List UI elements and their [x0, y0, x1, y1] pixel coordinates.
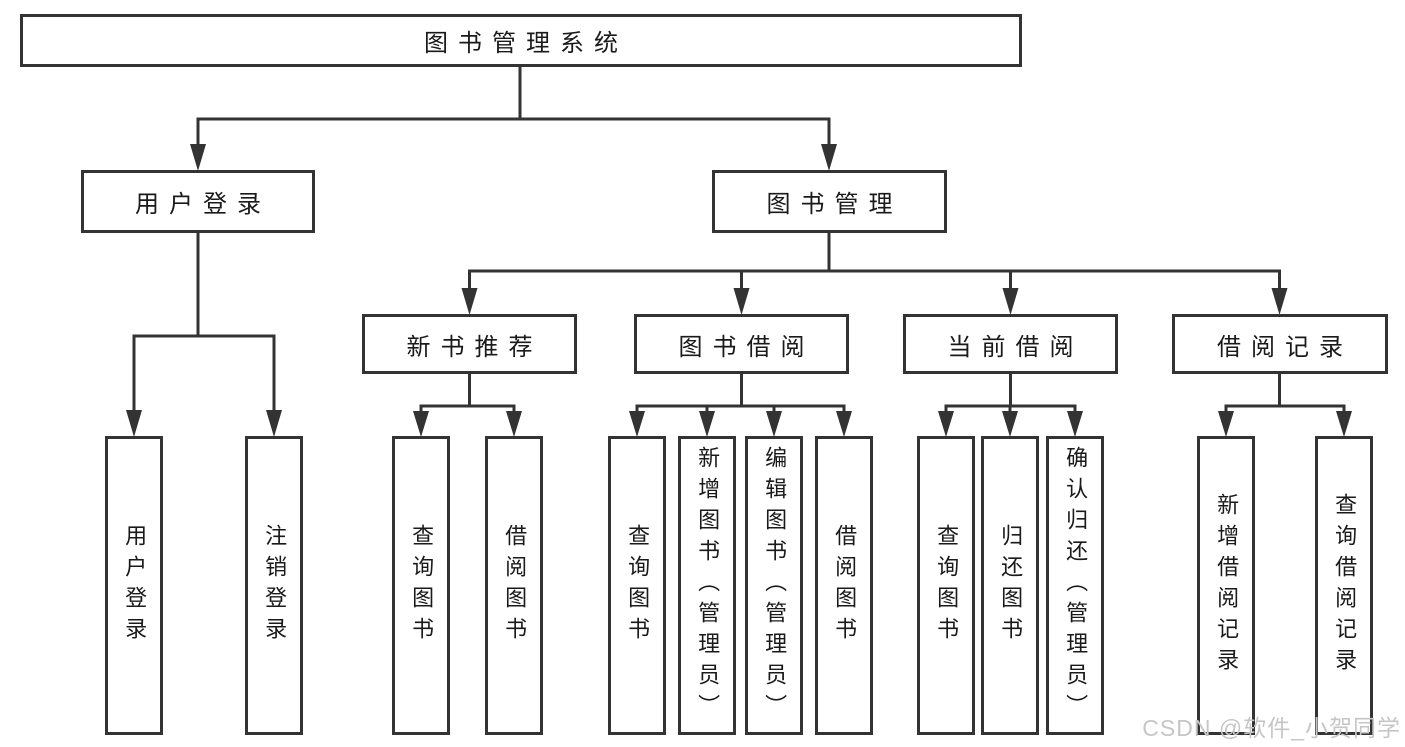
- node-root-library-system: 图书管理系统: [20, 14, 1022, 67]
- leaf-br-add-record-label: 新增借阅记录: [1214, 492, 1240, 679]
- node-book-management: 图书管理: [712, 170, 947, 233]
- connector-user-login-to-leaves: [126, 233, 282, 437]
- connector-current-borrow-to-leaves: [938, 374, 1083, 437]
- leaf-cb-confirm-return-admin-label: 确认归还（管理员）: [1063, 446, 1089, 725]
- leaf-rec-query-books-label: 查询图书: [409, 523, 435, 648]
- connector-book-borrow-to-leaves: [629, 374, 852, 437]
- leaf-user-login: 用户登录: [105, 436, 163, 735]
- csdn-watermark: CSDN @软件_小贺同学: [1142, 715, 1401, 741]
- leaf-br-query-record: 查询借阅记录: [1315, 436, 1373, 735]
- leaf-rec-borrow-books: 借阅图书: [485, 436, 543, 735]
- leaf-cb-return-books: 归还图书: [981, 436, 1039, 735]
- leaf-bb-edit-books-admin-label: 编辑图书（管理员）: [762, 446, 788, 725]
- connector-book-mgmt-to-level3: [461, 233, 1288, 315]
- leaf-bb-query-books: 查询图书: [608, 436, 666, 735]
- leaf-cb-query-books-label: 查询图书: [934, 523, 960, 648]
- leaf-rec-borrow-books-label: 借阅图书: [502, 523, 528, 648]
- leaf-bb-query-books-label: 查询图书: [625, 523, 651, 648]
- leaf-cb-confirm-return-admin: 确认归还（管理员）: [1046, 436, 1104, 735]
- node-new-book-recommendation: 新书推荐: [362, 314, 577, 374]
- connector-new-book-rec-to-leaves: [413, 374, 522, 437]
- leaf-logout-label: 注销登录: [262, 523, 288, 648]
- connector-borrow-records-to-leaves: [1218, 374, 1352, 437]
- connector-root-to-level2: [190, 67, 837, 171]
- node-borrowing-records: 借阅记录: [1172, 314, 1388, 374]
- node-book-borrowing: 图书借阅: [634, 314, 849, 374]
- leaf-cb-query-books: 查询图书: [917, 436, 975, 735]
- leaf-user-login-label: 用户登录: [122, 523, 148, 648]
- leaf-bb-borrow-books: 借阅图书: [815, 436, 873, 735]
- node-user-login: 用户登录: [81, 170, 315, 233]
- leaf-bb-add-books-admin: 新增图书（管理员）: [678, 436, 736, 735]
- leaf-logout: 注销登录: [245, 436, 303, 735]
- node-current-borrowing: 当前借阅: [903, 314, 1118, 374]
- leaf-br-query-record-label: 查询借阅记录: [1332, 492, 1358, 679]
- leaf-bb-edit-books-admin: 编辑图书（管理员）: [745, 436, 803, 735]
- leaf-rec-query-books: 查询图书: [392, 436, 450, 735]
- leaf-cb-return-books-label: 归还图书: [998, 523, 1024, 648]
- leaf-br-add-record: 新增借阅记录: [1197, 436, 1255, 735]
- leaf-bb-add-books-admin-label: 新增图书（管理员）: [695, 446, 721, 725]
- leaf-bb-borrow-books-label: 借阅图书: [832, 523, 858, 648]
